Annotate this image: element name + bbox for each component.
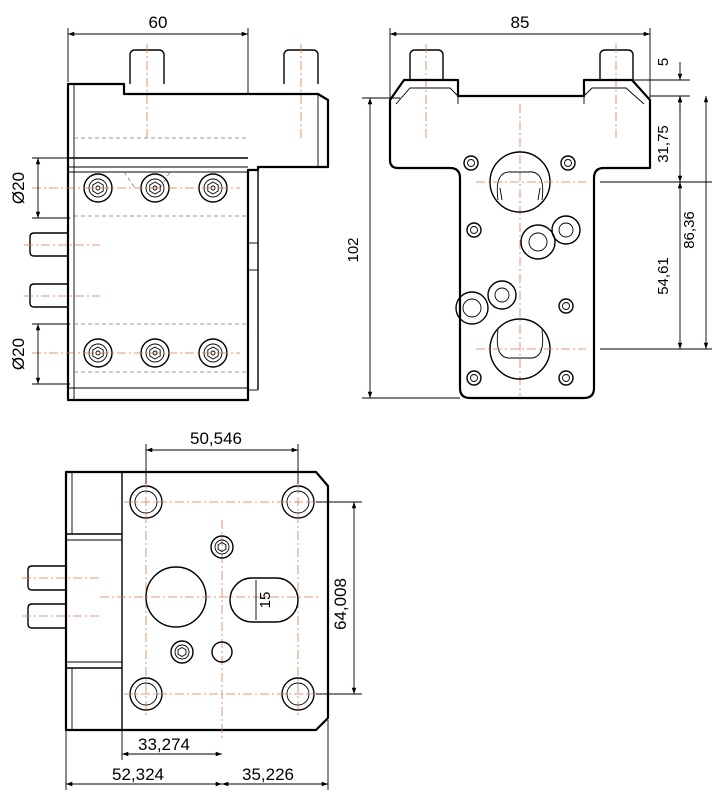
front-stud-left: [409, 49, 444, 80]
dim-top-hole-spacing: 50,546: [190, 429, 242, 448]
front-view: 85 5 31,75 54,61 86,36 102: [345, 13, 712, 400]
side-pin-lower: [29, 283, 68, 308]
side-pin-upper: [29, 232, 68, 257]
dim-lower-total: 86,36: [681, 211, 698, 249]
top-slot: [229, 577, 299, 623]
dim-bore-offset: 33,274: [138, 735, 190, 754]
dim-slot-width: 15: [257, 592, 274, 609]
dim-upper-bolt-pitch: Ø20: [9, 172, 28, 204]
dim-front-height: 102: [345, 237, 362, 262]
dim-left-to-center: 52,324: [112, 765, 164, 784]
front-port-upper: [520, 224, 556, 260]
top-screw-lower: [170, 640, 194, 664]
dim-front-width: 85: [511, 13, 530, 32]
front-port-lower: [487, 280, 517, 310]
dim-top-hole-vertical: 64,008: [331, 578, 350, 630]
side-view: 60 Ø20 Ø20: [9, 13, 330, 402]
dim-side-width: 60: [149, 13, 168, 32]
dim-lower-bore-offset: 54,61: [655, 257, 672, 295]
dim-upper-bore-offset: 31,75: [655, 125, 672, 163]
dim-lower-bolt-pitch: Ø20: [9, 338, 28, 370]
top-view: 15 50,546 64,008 33,274 52,324 35,226: [22, 429, 362, 790]
dim-center-to-right: 35,226: [242, 765, 294, 784]
dim-stud-offset: 5: [655, 58, 672, 66]
